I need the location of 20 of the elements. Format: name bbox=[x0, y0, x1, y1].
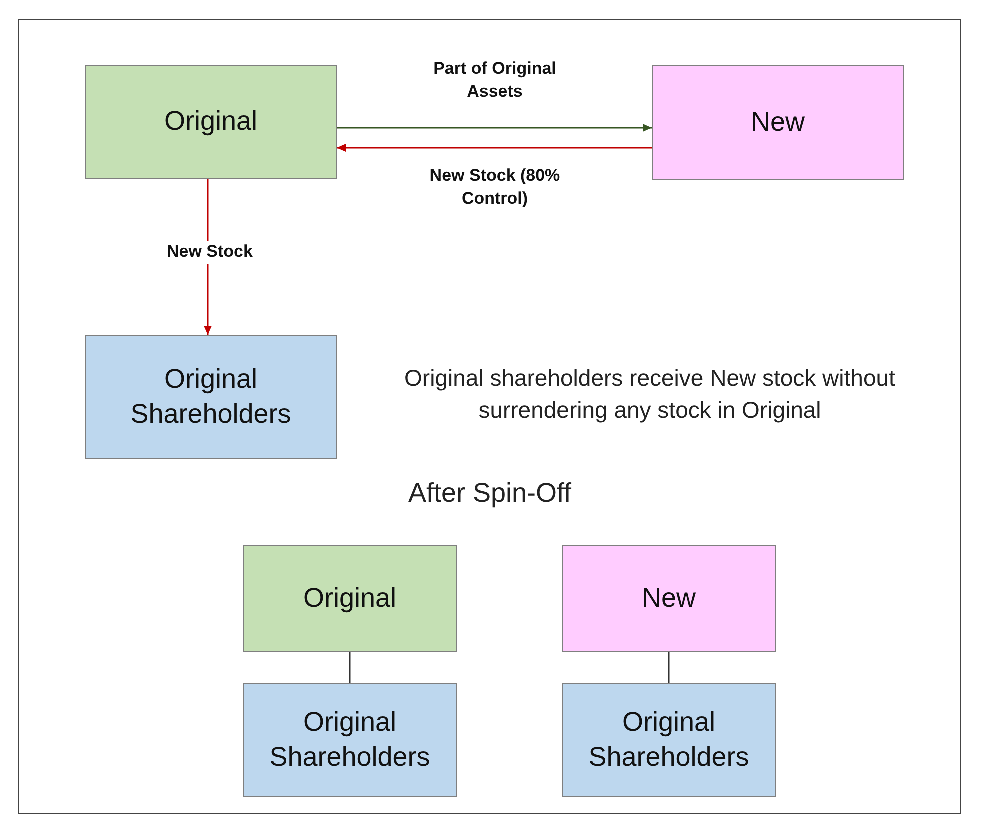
arrow bbox=[337, 144, 652, 152]
box-label: Original Shareholders bbox=[130, 362, 292, 431]
arrow bbox=[337, 124, 652, 132]
section-heading: After Spin-Off bbox=[407, 477, 573, 510]
entity-box bbox=[652, 65, 904, 180]
box-label: Original bbox=[303, 582, 397, 615]
entity-box bbox=[85, 65, 337, 179]
connector-line bbox=[668, 652, 670, 683]
note-text: Original shareholders receive New stock without surrendering any stock in Original bbox=[404, 364, 896, 426]
box-label: Original Shareholders bbox=[268, 706, 432, 774]
entity-box bbox=[562, 545, 776, 652]
box-label: Original bbox=[164, 105, 258, 138]
entity-box bbox=[243, 683, 457, 797]
connector-line bbox=[349, 652, 351, 683]
entity-box bbox=[85, 335, 337, 459]
box-label: New bbox=[750, 106, 805, 139]
entity-box bbox=[562, 683, 776, 797]
box-label: New bbox=[642, 582, 696, 615]
box-label: Original Shareholders bbox=[588, 706, 750, 774]
entity-box bbox=[243, 545, 457, 652]
